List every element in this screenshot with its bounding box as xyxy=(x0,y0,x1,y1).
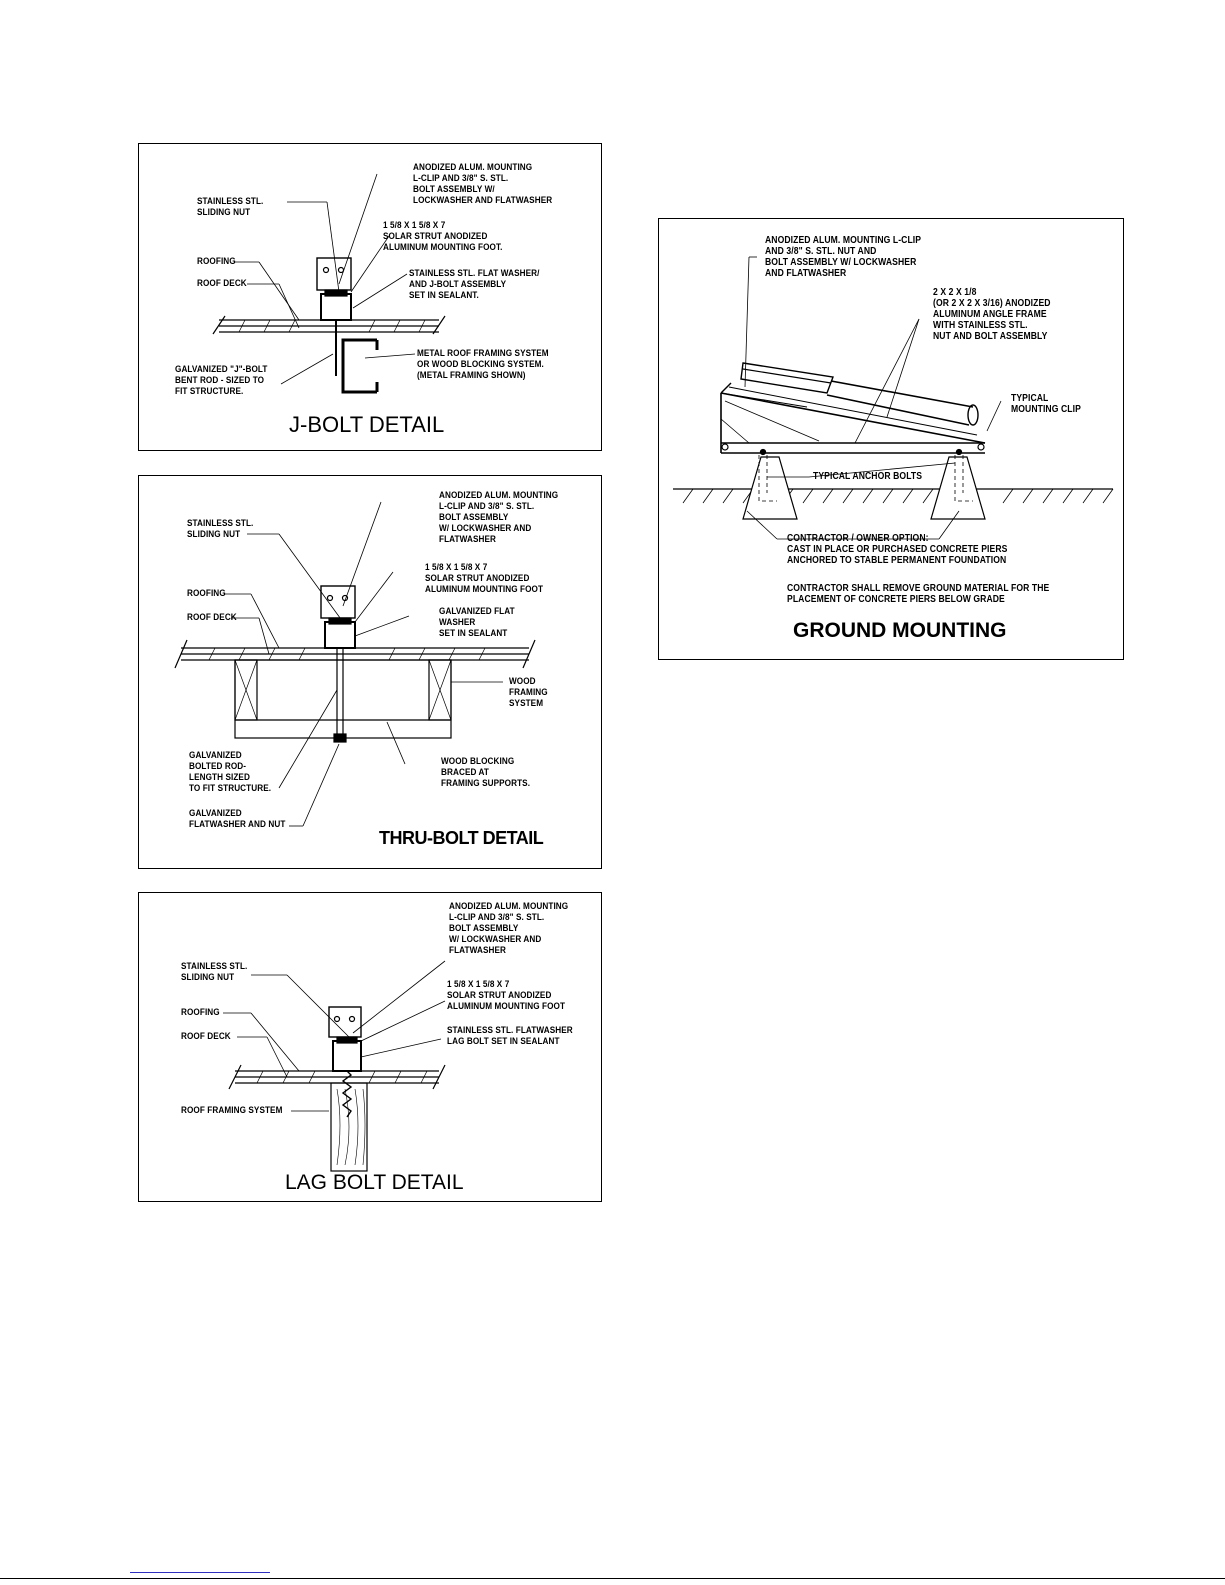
ground-anchor-label: TYPICAL ANCHOR BOLTS xyxy=(813,471,923,482)
thrubolt-wood-framing-label: WOOD FRAMING SYSTEM xyxy=(509,676,548,709)
thrubolt-drawing xyxy=(174,501,536,827)
lagbolt-lclip-label: ANODIZED ALUM. MOUNTING L-CLIP AND 3/8" … xyxy=(449,901,569,956)
jbolt-drawing xyxy=(212,173,446,394)
footer-link-underline xyxy=(130,1572,270,1573)
jbolt-title: J-BOLT DETAIL xyxy=(289,412,445,437)
jbolt-washer-label: STAINLESS STL. FLAT WASHER/ AND J-BOLT A… xyxy=(409,268,540,301)
jbolt-rod-label: GALVANIZED "J"-BOLT BENT ROD - SIZED TO … xyxy=(175,364,268,397)
thrubolt-detail-panel: ANODIZED ALUM. MOUNTING L-CLIP AND 3/8" … xyxy=(138,475,602,869)
jbolt-detail-panel: ANODIZED ALUM. MOUNTING L-CLIP AND 3/8" … xyxy=(138,143,602,451)
thrubolt-washer-label: GALVANIZED FLAT WASHER SET IN SEALANT xyxy=(439,606,515,639)
jbolt-lclip-label: ANODIZED ALUM. MOUNTING L-CLIP AND 3/8" … xyxy=(413,162,553,206)
footer-rule xyxy=(0,1578,1225,1579)
lagbolt-sliding-nut-label: STAINLESS STL. SLIDING NUT xyxy=(181,961,248,983)
lagbolt-framing-label: ROOF FRAMING SYSTEM xyxy=(181,1105,283,1116)
lagbolt-strut-label: 1 5/8 x 1 5/8 x 7 SOLAR STRUT ANODIZED A… xyxy=(447,979,566,1012)
thrubolt-roof-deck-label: ROOF DECK xyxy=(187,612,237,623)
jbolt-roof-deck-label: ROOF DECK xyxy=(197,278,247,289)
lagbolt-drawing xyxy=(223,960,446,1172)
jbolt-sliding-nut-label: STAINLESS STL. SLIDING NUT xyxy=(197,196,264,218)
thrubolt-rod-label: GALVANIZED BOLTED ROD- LENGTH SIZED TO F… xyxy=(189,750,272,794)
jbolt-roofing-label: ROOFING xyxy=(197,256,236,267)
thrubolt-blocking-label: WOOD BLOCKING BRACED AT FRAMING SUPPORTS… xyxy=(441,756,531,789)
jbolt-framing-label: METAL ROOF FRAMING SYSTEM OR WOOD BLOCKI… xyxy=(417,348,549,381)
thrubolt-lclip-label: ANODIZED ALUM. MOUNTING L-CLIP AND 3/8" … xyxy=(439,490,559,545)
thrubolt-nut-label: GALVANIZED FLATWASHER AND NUT xyxy=(189,808,286,830)
ground-frame-label: 2 x 2 x 1/8 (OR 2 x 2 x 3/16) ANODIZED A… xyxy=(933,287,1051,342)
ground-option-label: CONTRACTOR / OWNER OPTION: CAST IN PLACE… xyxy=(787,533,1008,566)
lagbolt-detail-panel: ANODIZED ALUM. MOUNTING L-CLIP AND 3/8" … xyxy=(138,892,602,1202)
lagbolt-title: LAG BOLT DETAIL xyxy=(285,1171,464,1194)
ground-mounting-panel: ANODIZED ALUM. MOUNTING L-CLIP AND 3/8" … xyxy=(658,218,1124,660)
thrubolt-strut-label: 1 5/8 x 1 5/8 x 7 SOLAR STRUT ANODIZED A… xyxy=(425,562,544,595)
ground-mounting-drawing xyxy=(673,256,1114,540)
ground-lclip-label: ANODIZED ALUM. MOUNTING L-CLIP AND 3/8" … xyxy=(765,235,922,279)
thrubolt-roofing-label: ROOFING xyxy=(187,588,226,599)
lagbolt-roofing-label: ROOFING xyxy=(181,1007,220,1018)
ground-mounting-title: GROUND MOUNTING xyxy=(793,619,1007,642)
ground-remove-label: CONTRACTOR SHALL REMOVE GROUND MATERIAL … xyxy=(787,583,1050,605)
lagbolt-washer-label: STAINLESS STL. FLATWASHER LAG BOLT SET I… xyxy=(447,1025,573,1047)
thrubolt-title: THRU-BOLT DETAIL xyxy=(379,828,544,848)
thrubolt-sliding-nut-label: STAINLESS STL. SLIDING NUT xyxy=(187,518,254,540)
jbolt-strut-label: 1 5/8 x 1 5/8 x 7 SOLAR STRUT ANODIZED A… xyxy=(383,220,503,253)
ground-clip-label: TYPICAL MOUNTING CLIP xyxy=(1011,393,1081,415)
lagbolt-roof-deck-label: ROOF DECK xyxy=(181,1031,231,1042)
